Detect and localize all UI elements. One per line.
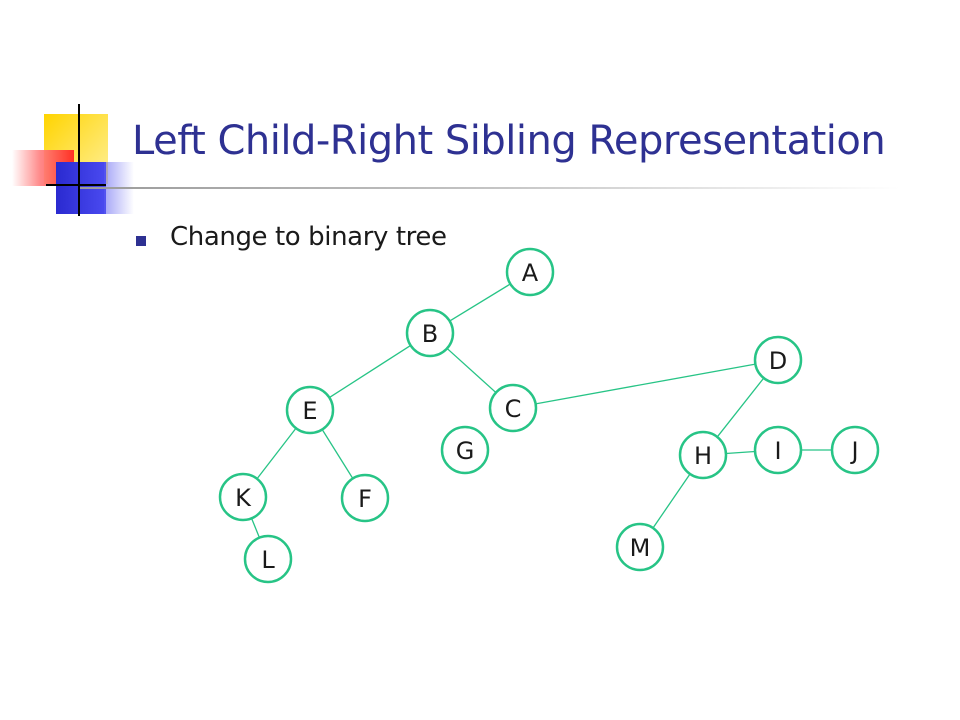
title-underline	[80, 187, 900, 189]
tree-node-circle	[340, 473, 390, 523]
tree-node-d: D	[753, 335, 803, 385]
tree-edges	[250, 283, 832, 538]
tree-node-circle	[440, 425, 490, 475]
tree-edge-b-c	[446, 347, 497, 394]
tree-node-a: A	[505, 247, 555, 297]
tree-node-label: H	[694, 442, 712, 470]
tree-node-h: H	[678, 430, 728, 480]
tree-edge-e-f	[321, 429, 354, 479]
tree-node-i: I	[753, 425, 803, 475]
decor-horizontal-line	[46, 184, 106, 186]
tree-node-k: K	[218, 472, 268, 522]
tree-edge-h-m	[652, 473, 691, 529]
tree-node-label: J	[849, 437, 858, 465]
tree-edge-h-i	[725, 450, 756, 455]
tree-edge-a-b	[449, 283, 511, 322]
tree-node-j: J	[830, 425, 880, 475]
tree-node-circle	[615, 522, 665, 572]
tree-node-label: I	[774, 437, 781, 465]
tree-node-m: M	[615, 522, 665, 572]
tree-edge-c-d	[535, 363, 756, 405]
tree-node-circle	[488, 383, 538, 433]
tree-node-label: A	[522, 259, 539, 287]
tree-node-circle	[678, 430, 728, 480]
tree-node-g: G	[440, 425, 490, 475]
tree-edge-k-l	[250, 518, 261, 538]
tree-node-label: E	[302, 397, 317, 425]
bullet-square-icon	[136, 236, 146, 246]
decor-vertical-line	[78, 104, 80, 216]
tree-edge-d-h	[716, 377, 765, 438]
tree-node-label: C	[505, 395, 522, 423]
tree-node-circle	[285, 385, 335, 435]
tree-node-label: L	[261, 546, 275, 574]
tree-nodes: A B C D E F G H I J K L M	[218, 247, 880, 584]
tree-edge-b-e	[329, 344, 411, 399]
tree-node-b: B	[405, 308, 455, 358]
bullet-text: Change to binary tree	[170, 222, 447, 252]
tree-node-label: B	[422, 320, 438, 348]
tree-node-circle	[753, 335, 803, 385]
tree-node-label: G	[456, 437, 475, 465]
slide-title: Left Child-Right Sibling Representation	[132, 118, 886, 164]
tree-edge-e-k	[256, 427, 297, 480]
tree-node-c: C	[488, 383, 538, 433]
tree-node-f: F	[340, 473, 390, 523]
tree-node-l: L	[243, 534, 293, 584]
tree-node-e: E	[285, 385, 335, 435]
tree-node-label: D	[769, 347, 787, 375]
tree-node-circle	[505, 247, 555, 297]
tree-node-circle	[753, 425, 803, 475]
tree-node-circle	[218, 472, 268, 522]
tree-node-label: F	[358, 485, 372, 513]
tree-node-circle	[243, 534, 293, 584]
tree-node-label: M	[630, 534, 651, 562]
tree-node-label: K	[235, 484, 252, 512]
tree-node-circle	[405, 308, 455, 358]
tree-node-circle	[830, 425, 880, 475]
